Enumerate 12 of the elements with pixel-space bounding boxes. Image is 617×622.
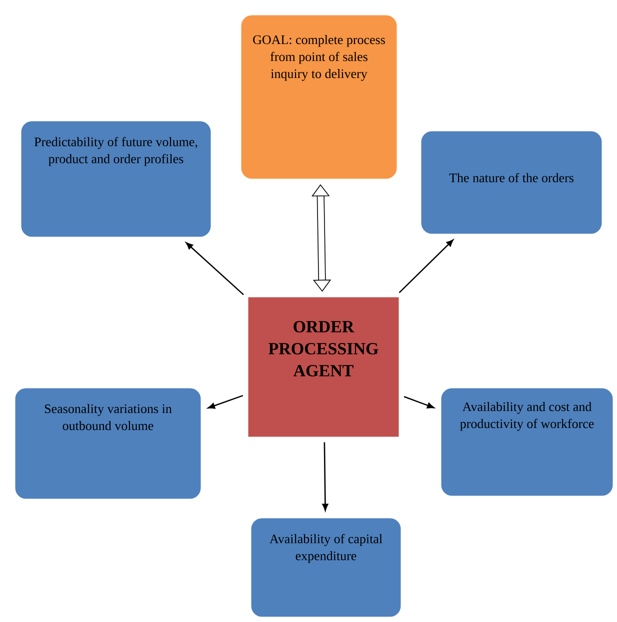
- factor-box: The nature of the orders: [418, 128, 604, 236]
- factor-box: Predictability of future volume, product and order profiles: [18, 118, 214, 240]
- agent-box: ORDER PROCESSING AGENT: [246, 294, 402, 440]
- factor-box: Seasonality variations in outbound volume: [12, 386, 204, 502]
- factor-box: Availability of capital expenditure: [248, 516, 404, 620]
- factor-box: Availability and cost and productivity of workforce: [438, 386, 616, 498]
- arrow: [322, 442, 328, 511]
- arrow: [404, 396, 434, 408]
- arrow: [398, 240, 454, 294]
- arrow: [208, 394, 244, 409]
- goal-box: GOAL: complete process from point of sales inquiry to delivery: [238, 12, 400, 182]
- arrow: [186, 242, 244, 296]
